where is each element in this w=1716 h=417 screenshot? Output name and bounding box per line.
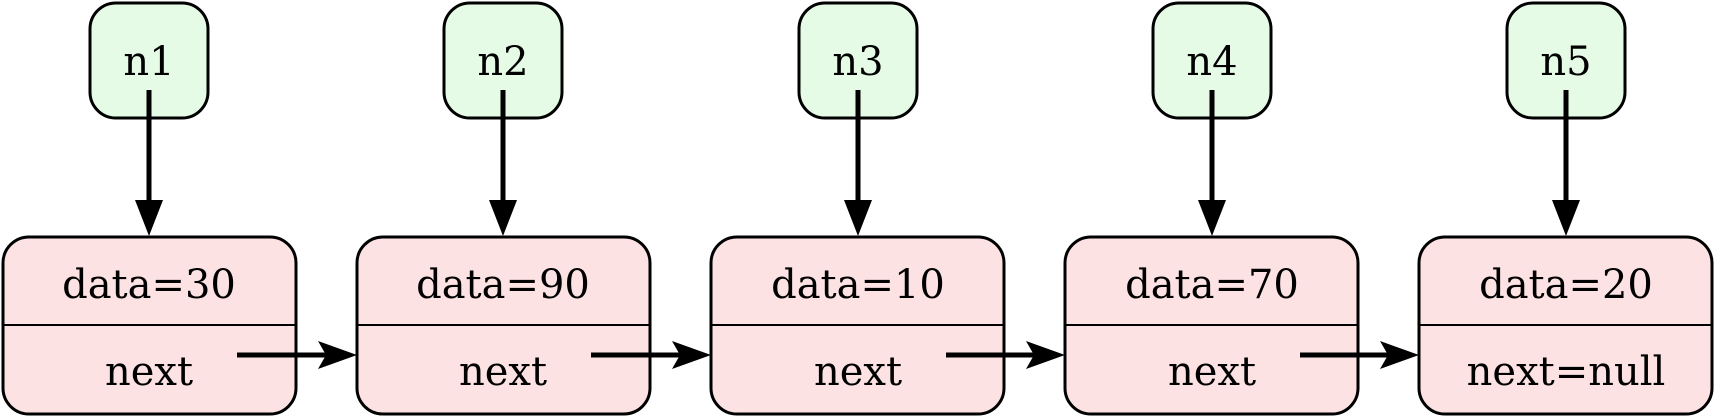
arrowhead-icon: [844, 200, 872, 236]
node-data-label: data=20: [1479, 262, 1653, 308]
variable-label: n5: [1540, 39, 1591, 85]
variable-n4: n4: [1151, 1, 1273, 120]
list-node-3: data=10 next: [709, 235, 1006, 416]
variable-n5: n5: [1505, 1, 1627, 120]
pointer-edge-n1: [135, 90, 163, 236]
node-data-label: data=10: [771, 262, 945, 308]
arrowhead-icon: [318, 341, 357, 369]
next-edge-4-5: [1300, 341, 1419, 369]
node-next-label: next: [814, 349, 902, 395]
variable-label: n3: [832, 39, 883, 85]
node-next-label: next: [105, 349, 193, 395]
arrowhead-icon: [489, 200, 517, 236]
variable-n1: n1: [88, 1, 210, 120]
variable-label: n2: [477, 39, 528, 85]
node-data-label: data=90: [416, 262, 590, 308]
list-node-4: data=70 next: [1063, 235, 1360, 416]
list-node-1: data=30 next: [1, 235, 298, 416]
pointer-edge-n5: [1552, 90, 1580, 236]
arrowhead-icon: [1380, 341, 1419, 369]
arrowhead-icon: [1198, 200, 1226, 236]
node-next-label: next=null: [1467, 349, 1666, 395]
arrowhead-icon: [135, 200, 163, 236]
arrowhead-icon: [672, 341, 711, 369]
arrowhead-icon: [1552, 200, 1580, 236]
next-edge-1-2: [237, 341, 357, 369]
variable-label: n4: [1186, 39, 1237, 85]
list-node-5: data=20 next=null: [1417, 235, 1714, 416]
next-edge-3-4: [946, 341, 1065, 369]
node-next-label: next: [1168, 349, 1256, 395]
node-data-label: data=70: [1125, 262, 1299, 308]
variable-n3: n3: [797, 1, 919, 120]
variable-label: n1: [123, 39, 174, 85]
node-data-label: data=30: [62, 262, 236, 308]
pointer-edge-n3: [844, 90, 872, 236]
pointer-edge-n4: [1198, 90, 1226, 236]
next-edge-2-3: [591, 341, 711, 369]
variable-n2: n2: [442, 1, 564, 120]
list-node-2: data=90 next: [355, 235, 652, 416]
arrowhead-icon: [1026, 341, 1065, 369]
node-next-label: next: [459, 349, 547, 395]
pointer-edge-n2: [489, 90, 517, 236]
